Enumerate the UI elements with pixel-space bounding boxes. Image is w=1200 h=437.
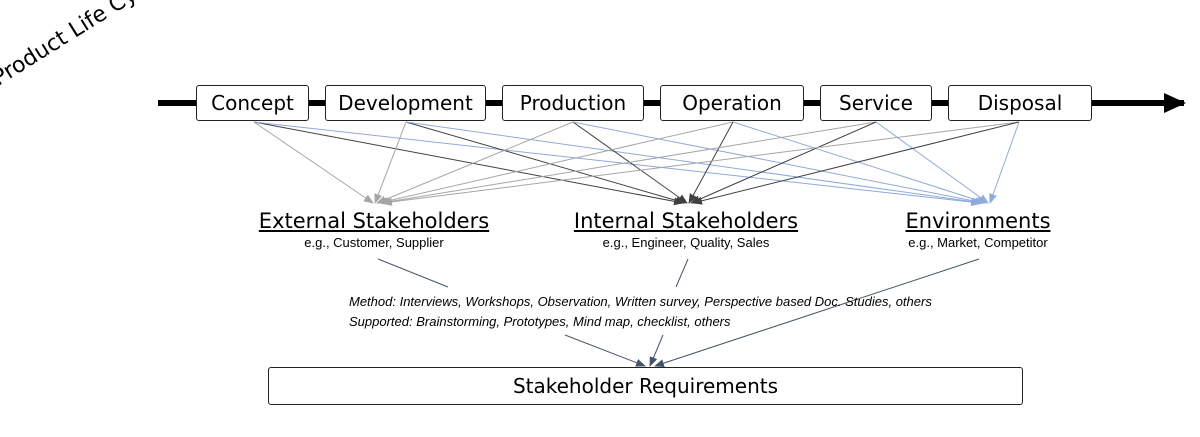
group-examples: e.g., Market, Competitor <box>908 235 1048 250</box>
group-internal-stakeholders: Internal Stakeholders e.g., Engineer, Qu… <box>546 209 826 250</box>
arrow-disposal-to-internal <box>692 121 1020 205</box>
arrow-production-to-external <box>376 121 574 204</box>
arrow-service-to-internal <box>690 121 877 204</box>
line-external-to-methods <box>377 258 449 288</box>
arrow-operation-to-external <box>378 121 734 205</box>
arrow-concept-to-environments <box>253 121 981 206</box>
arrow-disposal-to-external <box>382 121 1020 206</box>
group-environments: Environments e.g., Market, Competitor <box>838 209 1118 250</box>
arrow-service-to-external <box>380 121 877 206</box>
line-internal-to-methods <box>675 258 689 288</box>
arrow-methods-to-requirements-left <box>564 334 646 367</box>
arrow-development-to-external <box>374 121 407 204</box>
arrow-concept-to-external <box>253 121 374 204</box>
arrow-development-to-internal <box>405 121 686 205</box>
group-title: Environments <box>905 209 1051 233</box>
arrow-concept-to-internal <box>253 121 684 206</box>
group-to-requirements-arrows <box>377 258 980 367</box>
phase-development: Development <box>325 85 486 121</box>
phase-production: Production <box>502 85 644 121</box>
arrow-service-to-environments <box>875 121 989 204</box>
arrow-operation-to-environments <box>732 121 987 205</box>
supported-line: Supported: Brainstorming, Prototypes, Mi… <box>349 314 731 329</box>
group-examples: e.g., Engineer, Quality, Sales <box>602 235 770 250</box>
arrow-methods-to-requirements-mid <box>649 334 664 367</box>
arrow-operation-to-internal <box>688 121 734 204</box>
phase-service: Service <box>820 85 932 121</box>
arrow-production-to-environments <box>572 121 985 206</box>
group-title: External Stakeholders <box>258 209 490 233</box>
arrow-disposal-to-environments <box>989 121 1020 204</box>
arrow-environments-to-requirements <box>654 258 980 367</box>
stakeholder-requirements-box: Stakeholder Requirements <box>268 367 1023 405</box>
phase-operation: Operation <box>660 85 804 121</box>
elicitation-methods: Method: Interviews, Workshops, Observati… <box>349 292 932 332</box>
group-external-stakeholders: External Stakeholders e.g., Customer, Su… <box>234 209 514 250</box>
group-title: Internal Stakeholders <box>573 209 799 233</box>
arrow-development-to-environments <box>405 121 983 206</box>
phase-disposal: Disposal <box>948 85 1092 121</box>
phase-to-group-arrows <box>253 121 1020 206</box>
phase-concept: Concept <box>196 85 309 121</box>
method-line: Method: Interviews, Workshops, Observati… <box>349 294 932 309</box>
group-examples: e.g., Customer, Supplier <box>304 235 444 250</box>
